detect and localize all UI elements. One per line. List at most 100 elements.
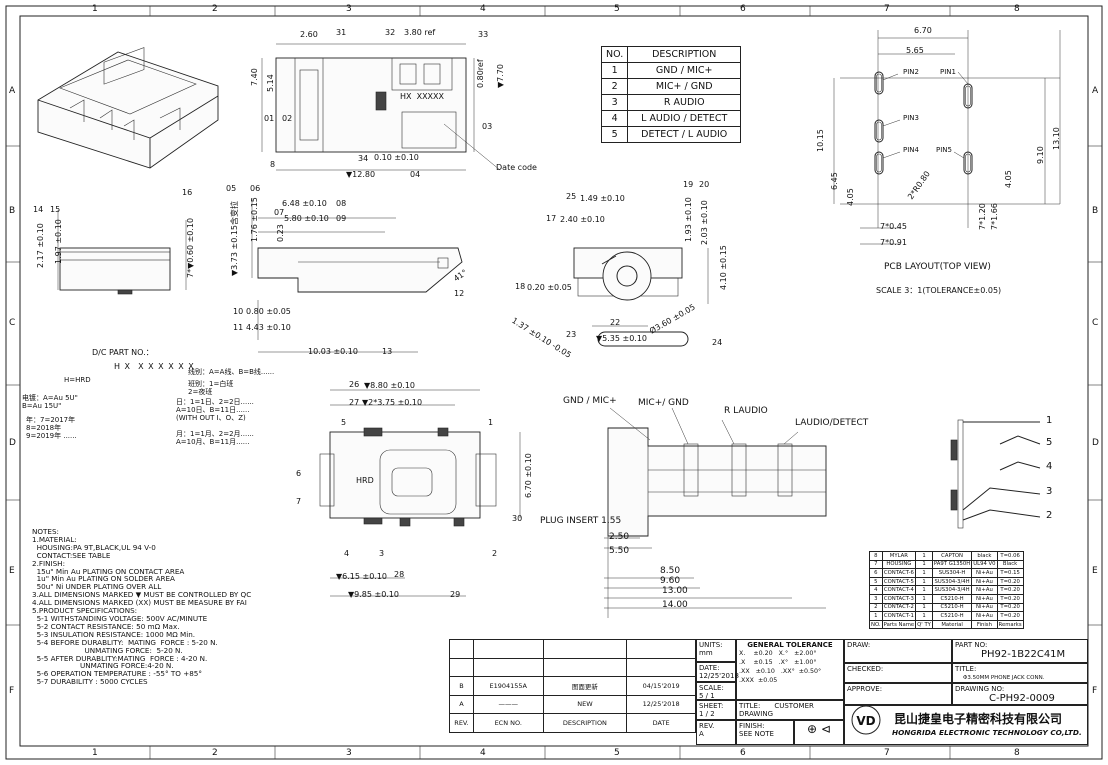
dimension-label: 13 bbox=[382, 347, 393, 356]
dimension-label: 1.97 ±0.10 bbox=[54, 219, 63, 264]
bom-cell: 4 bbox=[869, 585, 883, 595]
bom-cell: Ni+Au bbox=[971, 593, 998, 604]
dimension-label: 1.93 ±0.10 bbox=[684, 197, 693, 242]
bom-cell: 1 bbox=[915, 568, 933, 578]
dimension-label: 03 bbox=[482, 122, 493, 131]
rev-cell: DESCRIPTION bbox=[542, 713, 628, 733]
dc-title: D/C PART NO.： bbox=[92, 348, 154, 357]
pcb-dimension-label: 10.15 bbox=[816, 129, 825, 152]
drawingno-label: DRAWING NO: bbox=[955, 685, 1005, 693]
bom-cell: Remarks bbox=[996, 619, 1024, 630]
rev-cell bbox=[542, 639, 628, 659]
pcb-layout-title: PCB LAYOUT(TOP VIEW) bbox=[884, 262, 991, 272]
dimension-label: ▼6.15 ±0.10 bbox=[336, 572, 388, 581]
bottom-view bbox=[319, 389, 521, 597]
rev-cell bbox=[472, 639, 544, 659]
section-label: LAUDIO/DETECT bbox=[795, 418, 869, 428]
partno-label: PART NO: bbox=[955, 641, 988, 649]
bom-cell: 6 bbox=[869, 568, 883, 578]
company-cn: 昆山捷皇电子精密科技有限公司 bbox=[894, 712, 1063, 726]
pcb-dimension-label: 13.10 bbox=[1052, 127, 1061, 150]
bom-cell: C5210-H bbox=[931, 602, 973, 613]
bom-cell: 1 bbox=[915, 585, 933, 595]
rev-cell: 12/25'2018 bbox=[626, 694, 696, 714]
bom-cell: T=0.20 bbox=[996, 585, 1024, 595]
dimension-label: ▼3.73 ±0.15含变拉 bbox=[230, 200, 239, 276]
tolerance-cell: GENERAL TOLERANCE X. ±0.20 X.° ±2.00° .X… bbox=[736, 639, 844, 700]
bom-cell: 2 bbox=[869, 602, 883, 613]
rev-cell: NEW bbox=[542, 694, 628, 714]
pcb-dimension-label: 4.05 bbox=[1004, 170, 1013, 188]
customer-drawing: CUSTOMER DRAWING bbox=[739, 702, 814, 718]
pcb-dimension-label: 5.65 bbox=[906, 46, 924, 55]
table-cell: L AUDIO / DETECT bbox=[627, 110, 742, 127]
finish-label: FINISH: bbox=[739, 722, 765, 730]
pcb-dimension-label: 7*0.45 bbox=[880, 222, 907, 231]
section-label: PLUG INSERT 1.55 bbox=[540, 516, 622, 526]
dc-line: 线别：A=A线、B=B线...... bbox=[188, 368, 275, 376]
circuit-schematic bbox=[950, 419, 1041, 529]
dimension-label: 1.49 ±0.10 bbox=[580, 194, 625, 203]
bom-cell: 3 bbox=[869, 593, 883, 604]
title2-value: Φ3.50MM PHONE JACK CONN. bbox=[963, 675, 1045, 681]
dimension-label: 6 bbox=[296, 469, 302, 478]
bom-cell: Finish bbox=[971, 619, 998, 630]
bom-cell: CONTACT-1 bbox=[881, 611, 917, 621]
bom-cell: Material bbox=[931, 619, 973, 630]
draw-cell: DRAW: bbox=[844, 639, 952, 663]
row-label: A bbox=[1092, 86, 1099, 96]
pcb-pin-label: PIN1 bbox=[940, 68, 956, 76]
bom-cell: T=0.20 bbox=[996, 593, 1024, 604]
dimension-label: 18 bbox=[515, 282, 526, 291]
long-side-view bbox=[251, 198, 463, 353]
rev-empty-row bbox=[449, 639, 696, 659]
company-logo: VD bbox=[851, 705, 881, 735]
bom-cell: HOUSING bbox=[881, 559, 917, 570]
pcb-pin-label: PIN4 bbox=[903, 146, 919, 154]
dimension-label: 6.70 ±0.10 bbox=[524, 453, 533, 498]
dimension-label: 1 bbox=[488, 418, 494, 427]
rev-cell: ——— bbox=[472, 694, 544, 714]
dimension-label: 23 bbox=[566, 330, 577, 339]
dimension-label: ▼9.85 ±0.10 bbox=[348, 590, 400, 599]
dimension-label: 4.43 ±0.10 bbox=[246, 323, 291, 332]
bom-cell: SUS304-H bbox=[931, 568, 973, 578]
dimension-label: 07 bbox=[274, 208, 285, 217]
dc-day: 日：1=1日、2=2日...... A=10日、B=11日...... (WIT… bbox=[176, 398, 254, 422]
bom-cell: CONTACT-3 bbox=[881, 593, 917, 604]
column-label: 4 bbox=[480, 748, 486, 758]
bom-cell: CONTACT-2 bbox=[881, 602, 917, 613]
row-label: A bbox=[9, 86, 16, 96]
rev-cell: A bbox=[449, 694, 474, 714]
date-label: DATE: bbox=[699, 664, 720, 672]
schematic-pin-number: 1 bbox=[1046, 415, 1053, 426]
bom-cell: Ni+Au bbox=[971, 602, 998, 613]
finish-cell: FINISH:SEE NOTE bbox=[736, 720, 794, 745]
section-label: 8.50 bbox=[660, 566, 681, 576]
dimension-label: 8 bbox=[270, 160, 276, 169]
dimension-label: 3.80 ref bbox=[404, 28, 436, 37]
dimension-label: 17 bbox=[546, 214, 557, 223]
dimension-label: 01 bbox=[264, 114, 275, 123]
finish-value: SEE NOTE bbox=[739, 730, 774, 738]
column-label: 5 bbox=[614, 748, 620, 758]
rev-value: A bbox=[699, 730, 704, 738]
partno-cell: PART NO:PH92-1B22C41M bbox=[952, 639, 1088, 663]
column-label: 5 bbox=[614, 4, 620, 14]
row-label: C bbox=[1092, 318, 1099, 328]
dimension-label: 2.17 ±0.10 bbox=[36, 223, 45, 268]
row-label: D bbox=[1092, 438, 1099, 448]
table-cell: 5 bbox=[600, 126, 629, 143]
bom-cell: 1 bbox=[869, 611, 883, 621]
dc-month: 月：1=1月、2=2月...... A=10月、B=11月...... bbox=[176, 430, 254, 446]
rev-cell: 图面更新 bbox=[542, 676, 628, 696]
bom-cell: Parts Name bbox=[881, 619, 917, 630]
rev-cell bbox=[542, 657, 628, 677]
dimension-label: 2.40 ±0.10 bbox=[560, 215, 605, 224]
